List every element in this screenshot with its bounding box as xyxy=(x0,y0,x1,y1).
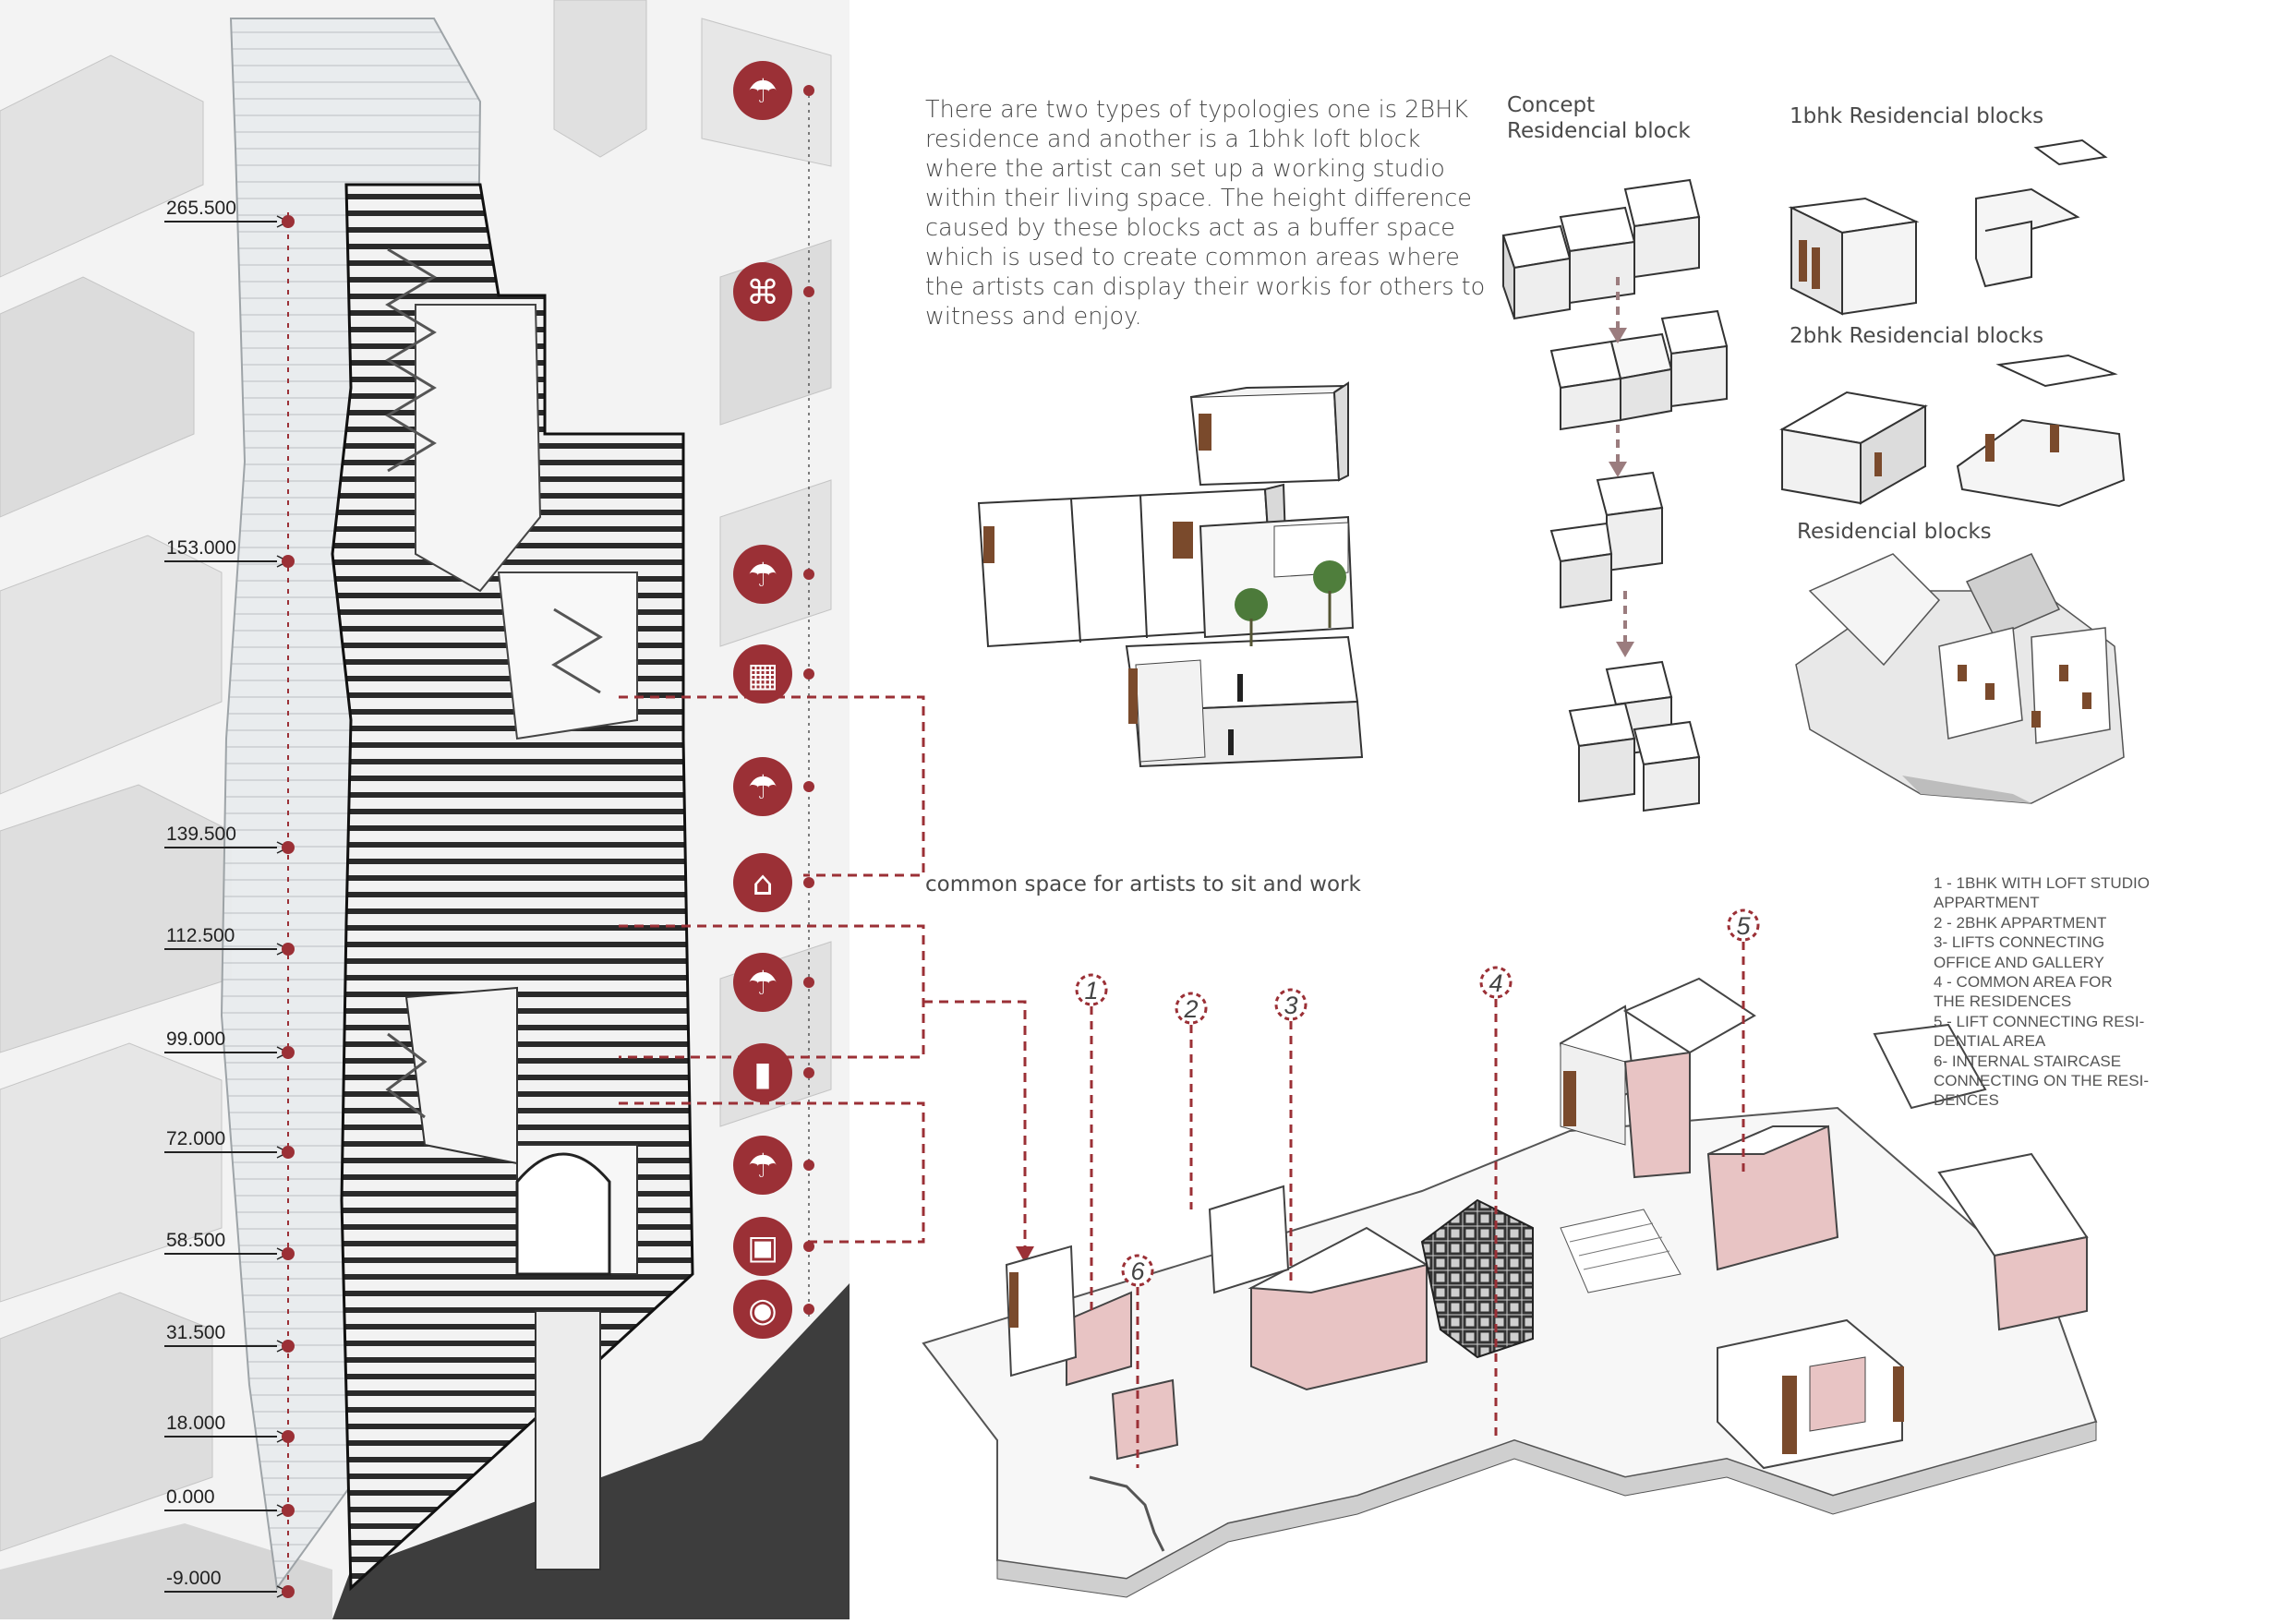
callout-marker: 4 xyxy=(1479,966,1513,1440)
common-space-label: common space for artists to sit and work xyxy=(925,872,1361,896)
level-markers: 265.500 153.000 139.500 112.500 99.000 72.000… xyxy=(164,198,295,1598)
level-marker: 18.000 xyxy=(164,1413,295,1443)
description-paragraph: There are two types of typologies one is… xyxy=(925,96,1486,331)
beach-umbrella-icon: ☂ xyxy=(733,953,792,1012)
level-marker: 153.000 xyxy=(164,537,295,568)
level-value: 265.500 xyxy=(166,198,236,219)
section-connectors xyxy=(619,695,1027,1246)
sofa-icon: ⌂ xyxy=(733,853,792,912)
callout-marker: 5 xyxy=(1727,908,1760,1173)
level-value: 112.500 xyxy=(166,925,235,946)
svg-text:☂: ☂ xyxy=(748,965,777,1003)
level-marker: 0.000 xyxy=(164,1486,295,1517)
svg-text:☂: ☂ xyxy=(748,1148,777,1185)
concept-arrows xyxy=(1609,277,1634,657)
residencial-cluster-model xyxy=(1795,553,2125,804)
callout-number: 5 xyxy=(1736,912,1751,940)
beach-umbrella-icon: ☂ xyxy=(733,1136,792,1195)
beach-umbrella-icon: ☂ xyxy=(733,757,792,816)
callout-number: 4 xyxy=(1488,969,1502,997)
office-desk-icon: ⌘ xyxy=(733,262,792,321)
gallery-picture-icon: ▣ xyxy=(733,1217,792,1276)
callout-number: 1 xyxy=(1084,977,1098,1004)
floor-plan-axonometric xyxy=(922,977,2098,1598)
gas-cylinder-icon: ▮ xyxy=(733,1043,792,1102)
level-marker: 72.000 xyxy=(164,1128,295,1159)
callout-number: 6 xyxy=(1130,1257,1145,1285)
connector-arrowhead xyxy=(1016,1246,1034,1263)
level-marker: 99.000 xyxy=(164,1029,295,1059)
legend-item: 4 - COMMON AREA FOR THE RESIDENCES xyxy=(1934,973,2113,1011)
level-value: 153.000 xyxy=(166,537,236,559)
bhk2-label: 2bhk Residencial blocks xyxy=(1790,324,2044,348)
callout-number: 3 xyxy=(1284,992,1297,1019)
level-marker: 139.500 xyxy=(164,824,295,854)
bhk2-block-models xyxy=(1779,354,2126,508)
level-marker: 112.500 xyxy=(164,925,295,956)
svg-text:☂: ☂ xyxy=(748,73,777,111)
tower-section xyxy=(220,18,810,1597)
bhk1-label: 1bhk Residencial blocks xyxy=(1790,104,2044,128)
legend-item: 5 - LIFT CONNECTING RESI- DENTIAL AREA xyxy=(1934,1012,2145,1051)
parking-car-icon: ◉ xyxy=(733,1280,792,1339)
legend-item: 1 - 1BHK WITH LOFT STUDIO APPARTMENT xyxy=(1934,874,2150,912)
beach-umbrella-icon: ☂ xyxy=(733,61,792,120)
level-value: 99.000 xyxy=(166,1029,225,1050)
callout-number: 2 xyxy=(1183,995,1198,1023)
svg-text:▣: ▣ xyxy=(747,1229,778,1267)
callout-marker: 1 xyxy=(1075,973,1108,1311)
stacked-blocks-model xyxy=(977,381,1364,768)
callout-marker: 6 xyxy=(1121,1254,1154,1468)
program-icon-column: ☂ ⌘ ☂ ▦ ☂ ⌂ ☂ ▮ ☂ ▣ ◉ xyxy=(733,61,814,1339)
level-marker: 58.500 xyxy=(164,1230,295,1260)
level-value: 139.500 xyxy=(166,824,236,845)
concept-label: Concept Residencial block xyxy=(1507,93,1691,143)
level-marker: 265.500 xyxy=(164,198,295,228)
level-marker: -9.000 xyxy=(164,1568,295,1598)
level-value: 31.500 xyxy=(166,1322,225,1343)
legend-item: 2 - 2BHK APPARTMENT xyxy=(1934,913,2107,932)
level-value: 0.000 xyxy=(166,1486,215,1508)
level-value: 72.000 xyxy=(166,1128,225,1149)
legend-item: 6- INTERNAL STAIRCASE CONNECTING ON THE … xyxy=(1934,1052,2149,1110)
svg-text:▦: ▦ xyxy=(747,656,778,694)
svg-text:◉: ◉ xyxy=(748,1292,777,1329)
legend-item: 3- LIFTS CONNECTING OFFICE AND GALLERY xyxy=(1934,933,2105,971)
concept-stack-diagram xyxy=(1501,178,1729,812)
svg-text:⌂: ⌂ xyxy=(753,865,774,903)
bhk1-block-models xyxy=(1788,138,2108,316)
beach-umbrella-icon: ☂ xyxy=(733,545,792,604)
level-value: 58.500 xyxy=(166,1230,225,1251)
level-value: 18.000 xyxy=(166,1413,225,1434)
residencial-label: Residencial blocks xyxy=(1797,520,1992,544)
maze-icon: ▦ xyxy=(733,644,792,704)
svg-text:▮: ▮ xyxy=(753,1055,772,1093)
svg-text:☂: ☂ xyxy=(748,557,777,595)
level-value: -9.000 xyxy=(166,1568,222,1589)
level-marker: 31.500 xyxy=(164,1322,295,1353)
callout-marker: 3 xyxy=(1274,988,1308,1283)
callout-marker: 2 xyxy=(1175,992,1208,1209)
plan-callouts: 1 2 3 4 5 6 xyxy=(1075,908,1760,1468)
svg-text:⌘: ⌘ xyxy=(746,274,779,312)
svg-text:☂: ☂ xyxy=(748,769,777,807)
